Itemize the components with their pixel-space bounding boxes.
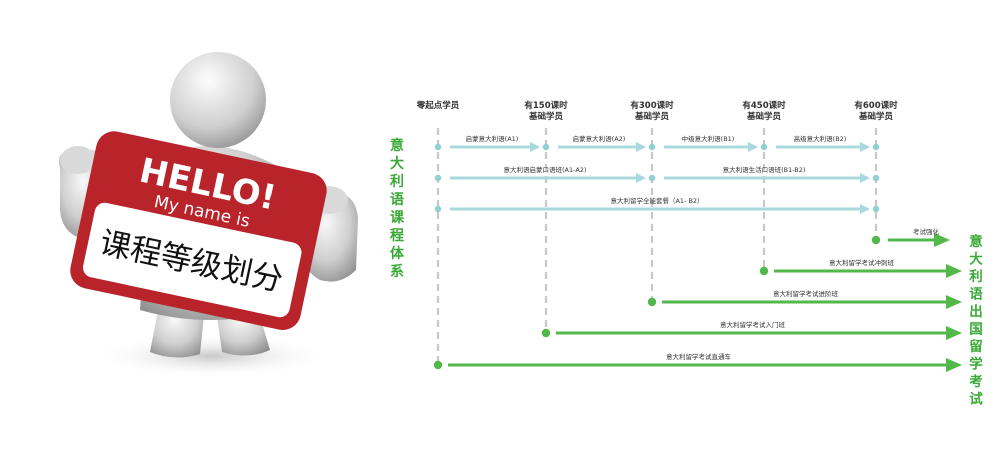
illustration-panel: HELLO! My name is 课程等级划分	[0, 0, 387, 467]
exam-label: 意大利留学考试冲刺班	[829, 258, 895, 267]
course-dot	[434, 143, 442, 151]
course-label: 中级意大利语(B1)	[682, 134, 735, 143]
right-title-char: 留	[969, 338, 983, 355]
right-title-char: 考	[969, 373, 983, 390]
left-title-char: 利	[390, 173, 404, 190]
course-dot	[872, 143, 880, 151]
course-label: 启蒙意大利语(A2)	[573, 134, 626, 143]
course-dot	[872, 205, 880, 213]
left-title-char: 体	[390, 245, 405, 262]
left-title-char: 大	[390, 155, 404, 172]
right-title-char: 出	[969, 303, 983, 320]
exam-dot	[433, 360, 443, 370]
course-dot	[542, 143, 550, 151]
milestone-label: 有150课时	[524, 100, 568, 111]
course-diagram: 零起点学员有150课时基础学员有300课时基础学员有450课时基础学员有600课…	[390, 100, 983, 408]
left-title-char: 语	[390, 192, 404, 208]
course-dot	[434, 205, 442, 213]
milestone-sublabel: 基础学员	[528, 111, 564, 122]
left-title-char: 系	[390, 263, 404, 280]
exam-dot	[647, 297, 657, 307]
course-dot	[648, 174, 656, 182]
right-title-char: 意	[969, 233, 983, 250]
course-label: 意大利语启蒙口语班(A1-A2)	[504, 165, 587, 174]
floor-shadow	[92, 334, 332, 378]
milestone-label: 零起点学员	[416, 100, 460, 111]
exam-label: 意大利留学考试进阶班	[773, 289, 839, 298]
milestone-sublabel: 基础学员	[746, 111, 782, 122]
sign-white-area	[83, 202, 302, 318]
right-title-char: 语	[969, 287, 983, 303]
milestone-label: 有600课时	[854, 100, 898, 111]
right-title-char: 利	[969, 268, 983, 285]
right-title-char: 学	[969, 356, 983, 373]
milestone-sublabel: 基础学员	[858, 111, 894, 122]
course-label: 高级意大利语(B2)	[794, 134, 847, 143]
exam-dot	[759, 266, 769, 276]
right-title-char: 国	[969, 322, 983, 338]
left-title-char: 程	[390, 228, 404, 244]
exam-label: 意大利留学考试入门班	[720, 320, 786, 329]
milestone-label: 有450课时	[742, 100, 786, 111]
hello-sign: HELLO! My name is 课程等级划分	[70, 131, 327, 330]
course-label: 启蒙意大利语(A1)	[466, 134, 519, 143]
exam-dot	[541, 328, 551, 338]
left-title-char: 意	[390, 137, 404, 154]
course-diagram-panel: 零起点学员有150课时基础学员有300课时基础学员有450课时基础学员有600课…	[387, 0, 1007, 467]
right-title-char: 试	[969, 391, 983, 408]
course-label: 意大利语生活口语班(B1-B2)	[723, 165, 806, 174]
course-dot	[760, 143, 768, 151]
right-title-char: 大	[969, 251, 983, 268]
milestone-sublabel: 基础学员	[634, 111, 670, 122]
exam-dot	[871, 235, 881, 245]
milestone-label: 有300课时	[630, 100, 674, 111]
course-dot	[648, 143, 656, 151]
mascot-left-thumb	[60, 146, 96, 174]
exam-label: 考试强化	[913, 227, 940, 236]
mascot-head	[170, 52, 266, 148]
course-dot	[434, 174, 442, 182]
mascot-illustration: HELLO! My name is 课程等级划分	[59, 52, 358, 378]
exam-label: 意大利留学考试直通车	[666, 352, 732, 361]
left-title-char: 课	[390, 210, 405, 226]
course-label: 意大利留学全能套餐（A1- B2）	[610, 196, 703, 205]
course-dot	[872, 174, 880, 182]
